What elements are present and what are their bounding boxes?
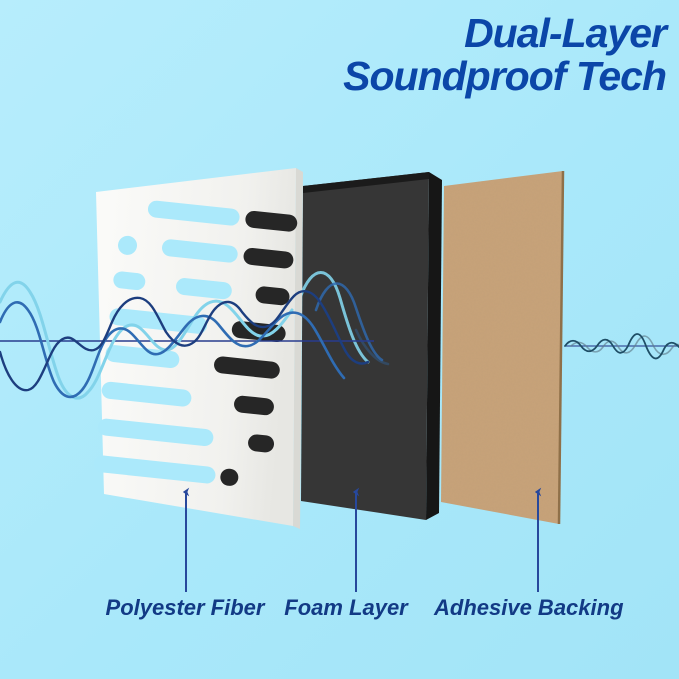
slot-foam (220, 468, 239, 486)
foam-panel (301, 172, 442, 520)
slot-open (101, 381, 192, 407)
wave-light-foam-arc (298, 271, 370, 364)
slot-foam (245, 210, 298, 232)
slot-foam (234, 395, 274, 416)
label-polyester-fiber: Polyester Fiber (105, 595, 265, 620)
sound-wave-on-foam (298, 271, 390, 366)
title-line-2: Soundproof Tech (343, 53, 667, 100)
sound-wave-incoming (0, 280, 374, 400)
slot-hole (118, 235, 138, 255)
slot-open (97, 418, 214, 447)
page-title: Dual-Layer Soundproof Tech (343, 10, 667, 100)
slot-foam (214, 356, 280, 379)
label-adhesive-backing: Adhesive Backing (434, 595, 624, 620)
polyester-fiber-panel (94, 168, 303, 529)
slot-foam (243, 247, 294, 269)
backing-right-edge (557, 170, 565, 525)
foam-panel-top-edge (303, 172, 429, 193)
ripple-faded-outgoing (570, 335, 679, 356)
acoustic-slot-pattern (94, 200, 298, 486)
wave-light-incoming (0, 280, 294, 400)
polyester-panel-side (293, 168, 303, 529)
slot-open (176, 278, 232, 300)
slot-open (105, 345, 180, 369)
slot-open (94, 455, 216, 484)
slot-foam (255, 286, 290, 306)
foam-panel-face (301, 172, 429, 520)
slot-open (113, 271, 146, 291)
wave-fade-tail (354, 328, 390, 366)
wave-dark-incoming (0, 290, 370, 392)
foam-panel-side (426, 172, 442, 520)
slot-open (109, 308, 208, 334)
label-foam-layer: Foam Layer (284, 595, 408, 620)
adhesive-backing-panel (441, 170, 565, 525)
sound-wave-outgoing (564, 333, 679, 360)
slot-open (161, 239, 238, 263)
backing-texture (441, 171, 563, 524)
slot-foam (248, 434, 275, 453)
wave-mid-foam-arc (314, 282, 384, 362)
slot-open (147, 200, 240, 226)
wave-mid-incoming (0, 301, 346, 399)
callout-arrows (182, 487, 542, 592)
ripple-dark-outgoing (564, 333, 679, 360)
title-line-1: Dual-Layer (464, 10, 667, 56)
